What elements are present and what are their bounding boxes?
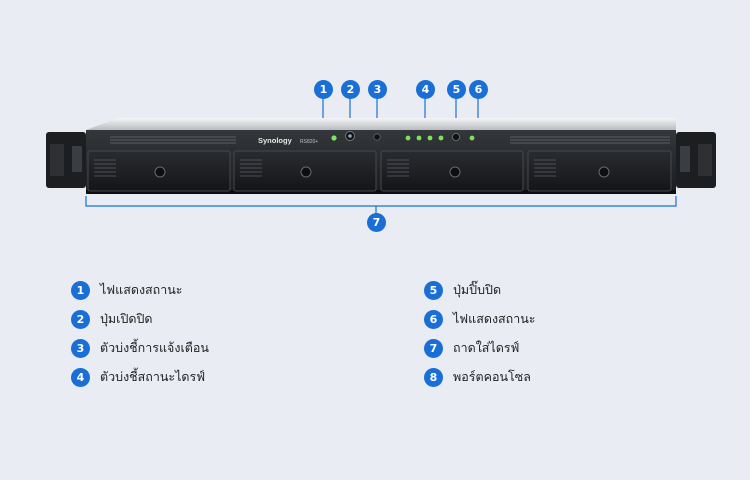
legend-number: 4 <box>71 367 90 387</box>
legend-label: ตัวบ่งชี้สถานะไดรฟ์ <box>100 369 206 384</box>
legend-number: 8 <box>424 367 443 387</box>
status-led <box>331 135 337 141</box>
drive-tray-3 <box>380 150 524 192</box>
rack-ear-left <box>46 132 86 188</box>
chassis-top <box>86 118 676 130</box>
legend-item-3: 3 ตัวบ่งชี้การแจ้งเตือน <box>71 338 209 358</box>
callout-4: 4 <box>416 80 435 99</box>
legend-label: พอร์ตคอนโซล <box>453 369 531 384</box>
alert-led <box>373 133 381 141</box>
legend-label: ตัวบ่งชี้การแจ้งเตือน <box>100 340 209 355</box>
legend-number: 5 <box>424 280 443 300</box>
legend-label: ถาดใส่ไดรฟ์ <box>453 340 520 355</box>
legend-label: ไฟแสดงสถานะ <box>100 282 183 297</box>
vent-right <box>510 136 670 144</box>
legend-item-2: 2 ปุ่มเปิดปิด <box>71 309 153 329</box>
callout-6: 6 <box>469 80 488 99</box>
callout-7: 7 <box>367 213 386 232</box>
model-label: RS820+ <box>300 139 318 145</box>
drive-tray-1 <box>87 150 231 192</box>
legend-number: 2 <box>71 309 90 329</box>
legend-item-5: 5 ปุ่มปิ๊บปิด <box>424 280 501 300</box>
drive-tray-4 <box>527 150 672 192</box>
callout-5: 5 <box>447 80 466 99</box>
legend-item-8: 8 พอร์ตคอนโซล <box>424 367 531 387</box>
rack-ear-right <box>676 132 716 188</box>
legend-number: 1 <box>71 280 90 300</box>
legend-label: ปุ่มเปิดปิด <box>100 311 153 326</box>
nas-front-panel-diagram: Synology RS820+ <box>46 98 716 214</box>
beep-off-button <box>451 132 460 141</box>
legend-item-7: 7 ถาดใส่ไดรฟ์ <box>424 338 519 358</box>
brand-logo: Synology <box>258 136 293 145</box>
vent-left <box>110 136 236 144</box>
legend-item-6: 6 ไฟแสดงสถานะ <box>424 309 536 329</box>
legend-label: ปุ่มปิ๊บปิด <box>453 282 502 297</box>
legend-item-1: 1 ไฟแสดงสถานะ <box>71 280 183 300</box>
drive-status-leds <box>405 135 444 141</box>
callout-3: 3 <box>368 80 387 99</box>
callout-2: 2 <box>341 80 360 99</box>
legend-label: ไฟแสดงสถานะ <box>453 311 536 326</box>
callout-1: 1 <box>314 80 333 99</box>
lan-led <box>469 135 475 141</box>
legend-number: 7 <box>424 338 443 358</box>
legend-item-4: 4 ตัวบ่งชี้สถานะไดรฟ์ <box>71 367 205 387</box>
legend-number: 6 <box>424 309 443 329</box>
legend-number: 3 <box>71 338 90 358</box>
drive-tray-2 <box>233 150 377 192</box>
